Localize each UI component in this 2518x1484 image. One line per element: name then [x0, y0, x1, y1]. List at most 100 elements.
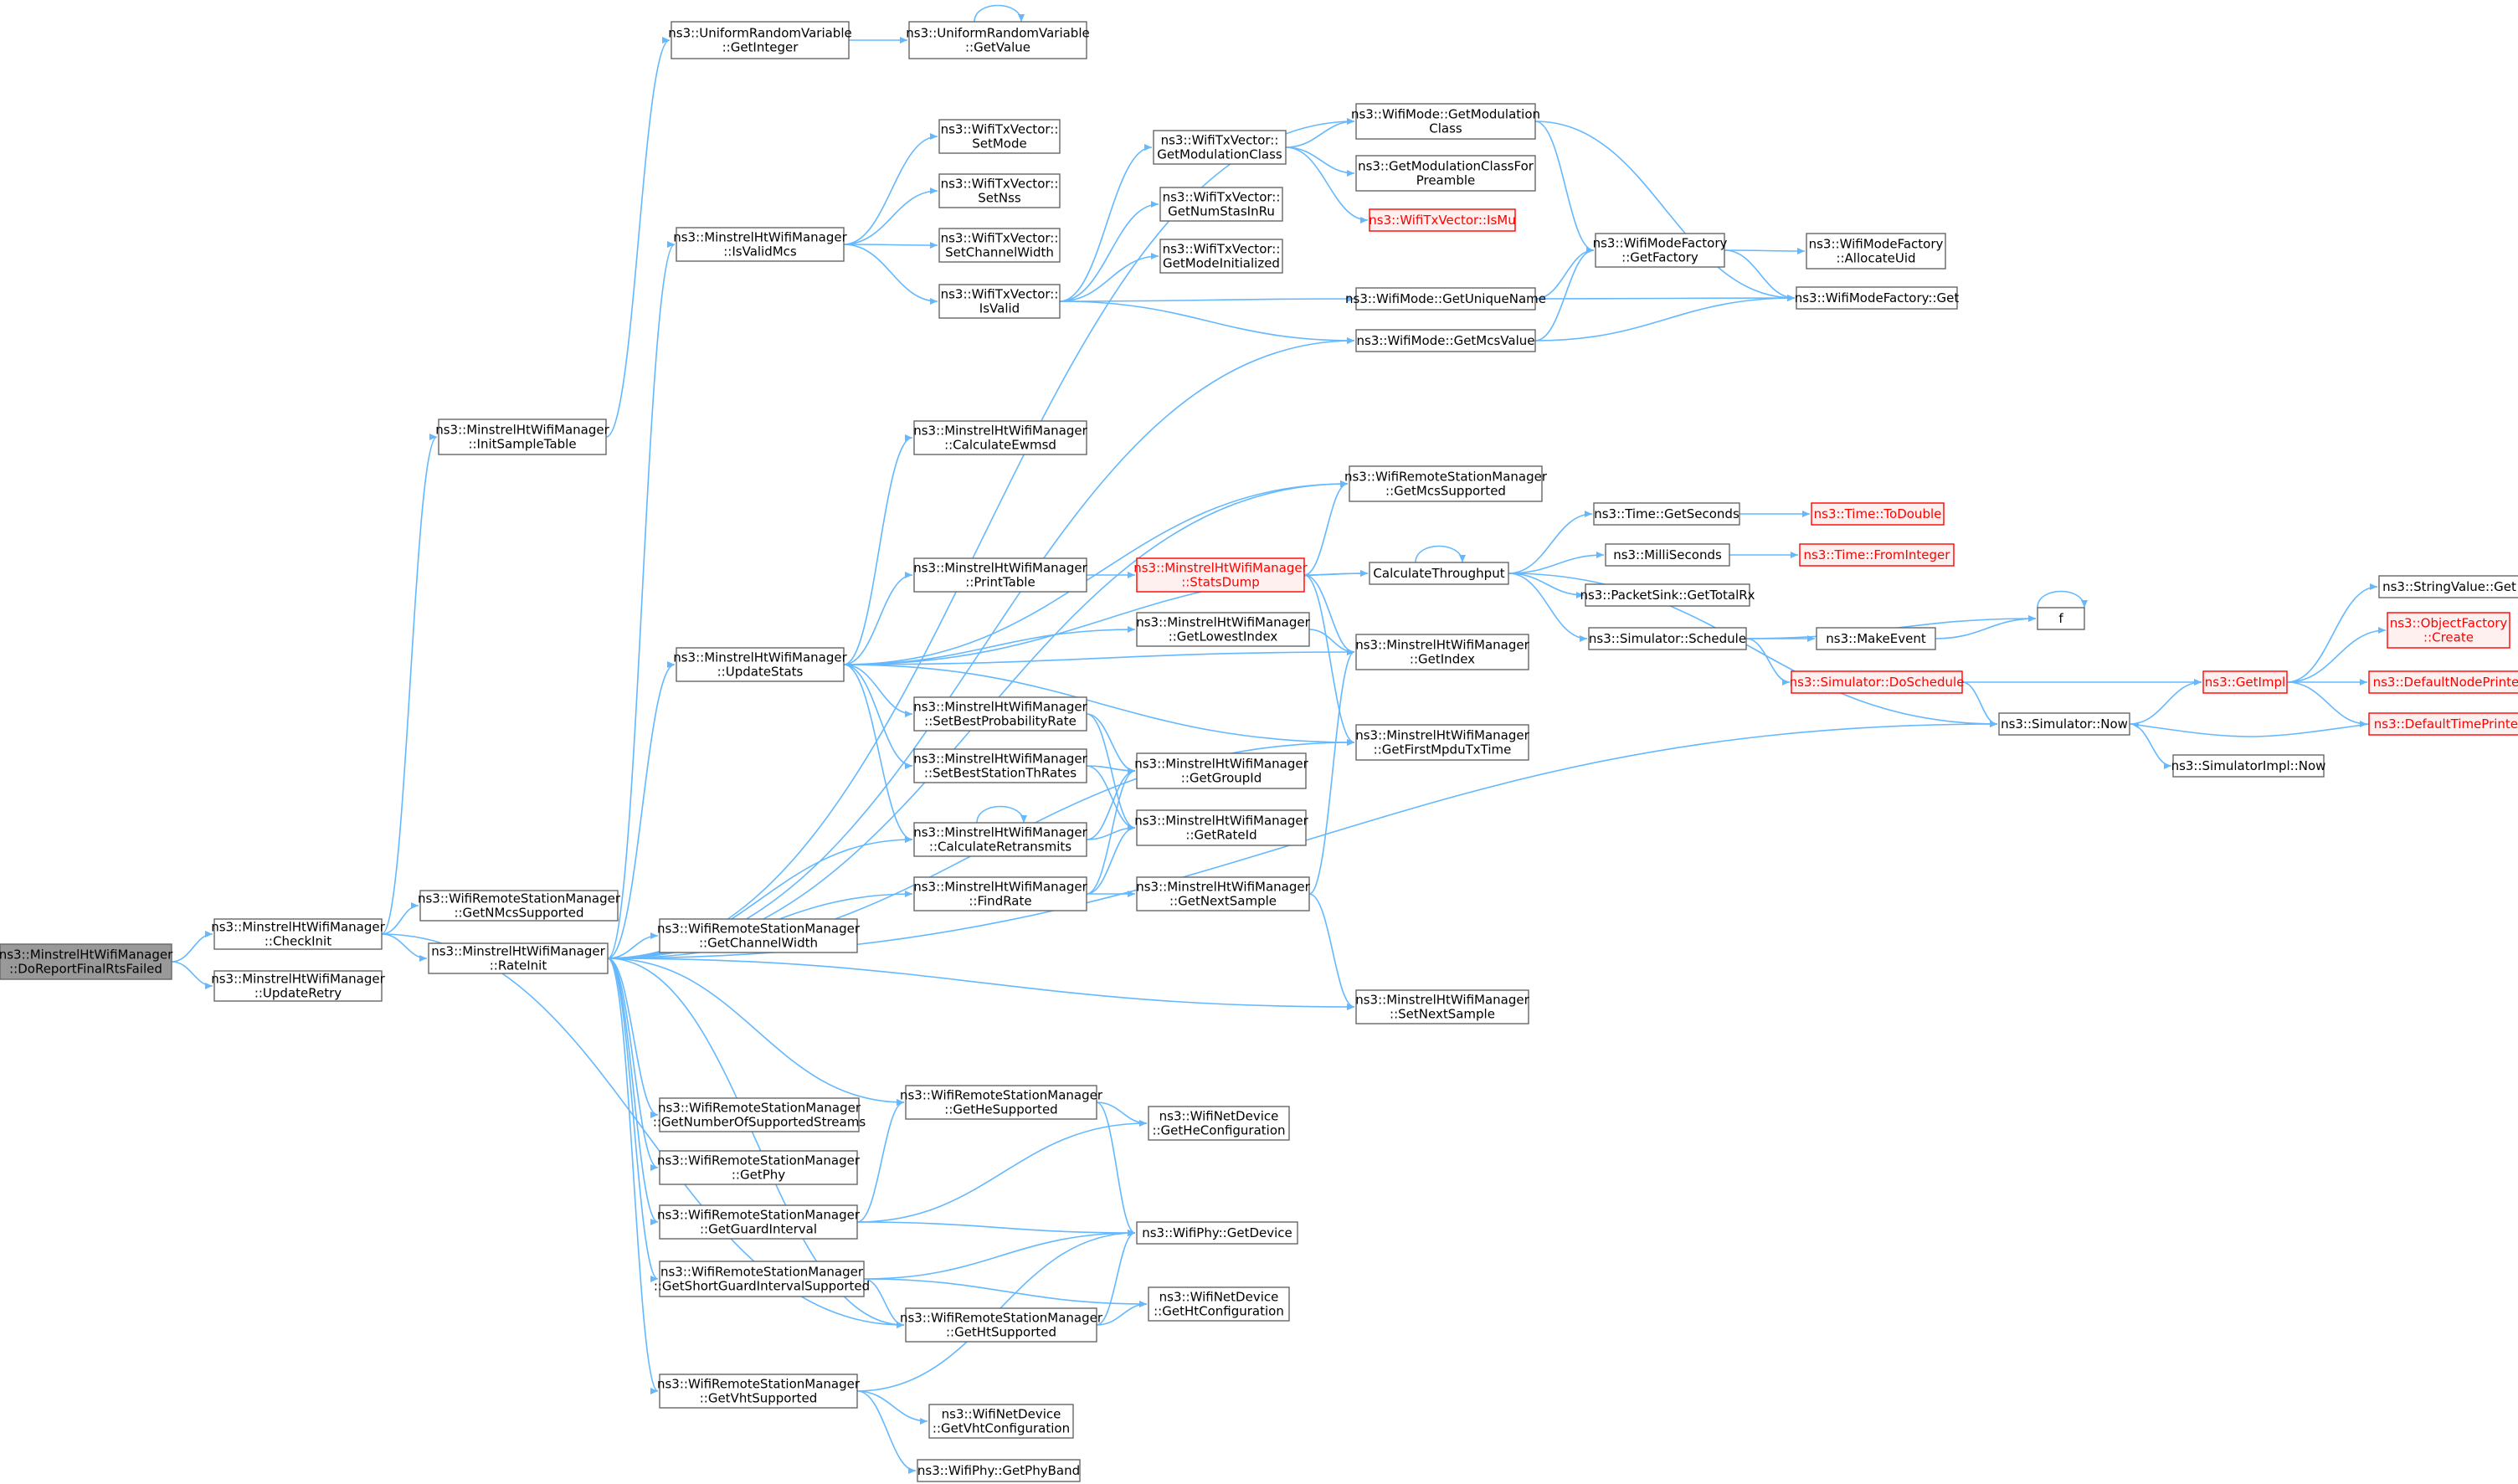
node-updatestats[interactable]: ns3::MinstrelHtWifiManager::UpdateStats	[673, 647, 848, 682]
node-f[interactable]: f	[2037, 607, 2085, 630]
node-label-line: ::GetNMcsSupported	[454, 906, 583, 921]
node-getnmcs[interactable]: ns3::WifiRemoteStationManager::GetNMcsSu…	[418, 890, 621, 922]
node-box	[1369, 562, 1509, 585]
node-calcthroughput[interactable]: CalculateThroughput	[1369, 562, 1509, 585]
node-label-line: ::GetGuardInterval	[700, 1222, 817, 1237]
node-box	[917, 1459, 1081, 1482]
node-getuniquename[interactable]: ns3::WifiMode::GetUniqueName	[1345, 287, 1546, 311]
node-gethe[interactable]: ns3::WifiRemoteStationManager::GetHeSupp…	[900, 1085, 1103, 1120]
node-updateretry[interactable]: ns3::MinstrelHtWifiManager::UpdateRetry	[211, 970, 386, 1002]
node-implnow[interactable]: ns3::SimulatorImpl::Now	[2171, 754, 2326, 778]
node-label-line: IsValid	[979, 301, 1020, 316]
node-defaulttimeprinter[interactable]: ns3::DefaultTimePrinter	[2368, 712, 2518, 736]
node-root[interactable]: ns3::MinstrelHtWifiManager::DoReportFina…	[0, 943, 173, 980]
node-getphyband[interactable]: ns3::WifiPhy::GetPhyBand	[917, 1459, 1081, 1482]
node-label-line: ns3::WifiRemoteStationManager	[900, 1311, 1103, 1326]
node-todouble[interactable]: ns3::Time::ToDouble	[1811, 502, 1945, 526]
node-isvalid[interactable]: ns3::WifiTxVector::IsValid	[938, 284, 1061, 319]
node-isvalidmcs[interactable]: ns3::MinstrelHtWifiManager::IsValidMcs	[673, 227, 848, 262]
node-getheconf[interactable]: ns3::WifiNetDevice::GetHeConfiguration	[1148, 1106, 1290, 1141]
node-getimpl[interactable]: ns3::GetImpl	[2202, 670, 2288, 694]
node-allocateuid[interactable]: ns3::WifiModeFactory::AllocateUid	[1806, 233, 1946, 270]
node-getlowest[interactable]: ns3::MinstrelHtWifiManager::GetLowestInd…	[1136, 612, 1311, 647]
node-simnow[interactable]: ns3::Simulator::Now	[1998, 712, 2130, 736]
node-setmode[interactable]: ns3::WifiTxVector::SetMode	[938, 119, 1061, 154]
node-getfirstmpdu[interactable]: ns3::MinstrelHtWifiManager::GetFirstMpdu…	[1355, 724, 1530, 761]
node-getinteger[interactable]: ns3::UniformRandomVariable::GetInteger	[668, 21, 852, 59]
node-getsgi[interactable]: ns3::WifiRemoteStationManager::GetShortG…	[654, 1261, 870, 1297]
node-label-line: ns3::Time::ToDouble	[1814, 506, 1942, 521]
node-checkinit[interactable]: ns3::MinstrelHtWifiManager::CheckInit	[211, 918, 386, 950]
node-label-line: SetMode	[972, 136, 1027, 151]
edge-statsdump-to-getfirstmpdu	[1303, 574, 1355, 746]
node-findrate[interactable]: ns3::MinstrelHtWifiManager::FindRate	[913, 876, 1088, 911]
node-getnumstreams[interactable]: ns3::WifiRemoteStationManager::GetNumber…	[653, 1097, 866, 1132]
node-getmodclass[interactable]: ns3::WifiTxVector::GetModulationClass	[1153, 130, 1287, 165]
node-statsdump[interactable]: ns3::MinstrelHtWifiManager::StatsDump	[1133, 557, 1308, 593]
node-getht[interactable]: ns3::WifiRemoteStationManager::GetHtSupp…	[900, 1307, 1103, 1343]
node-label-line: ns3::MinstrelHtWifiManager	[913, 752, 1087, 767]
edge-updatestats-to-getfirstmpdu	[843, 664, 1355, 746]
node-getmcssupported[interactable]: ns3::WifiRemoteStationManager::GetMcsSup…	[1344, 465, 1548, 502]
node-box	[2037, 607, 2085, 630]
node-rateinit[interactable]: ns3::MinstrelHtWifiManager::RateInit	[428, 942, 609, 974]
node-getphy[interactable]: ns3::WifiRemoteStationManager::GetPhy	[657, 1150, 861, 1185]
node-setnss[interactable]: ns3::WifiTxVector::SetNss	[938, 173, 1061, 208]
node-box	[2368, 670, 2518, 694]
node-stringvalueget[interactable]: ns3::StringValue::Get	[2378, 575, 2518, 598]
node-gettotalrx[interactable]: ns3::PacketSink::GetTotalRx	[1580, 583, 1755, 607]
node-label-line: ns3::MinstrelHtWifiManager	[1355, 728, 1529, 743]
node-defaultnodeprinter[interactable]: ns3::DefaultNodePrinter	[2368, 670, 2518, 694]
node-getnumstas[interactable]: ns3::WifiTxVector::GetNumStasInRu	[1159, 187, 1283, 222]
node-getdevice[interactable]: ns3::WifiPhy::GetDevice	[1136, 1221, 1298, 1245]
node-getindex[interactable]: ns3::MinstrelHtWifiManager::GetIndex	[1355, 634, 1530, 670]
node-getnextsample[interactable]: ns3::MinstrelHtWifiManager::GetNextSampl…	[1136, 876, 1311, 911]
node-getguard[interactable]: ns3::WifiRemoteStationManager::GetGuardI…	[657, 1204, 861, 1240]
node-doschedule[interactable]: ns3::Simulator::DoSchedule	[1790, 670, 1965, 694]
node-label-line: ns3::WifiModeFactory::Get	[1795, 290, 1960, 306]
node-milliseconds[interactable]: ns3::MilliSeconds	[1605, 543, 1730, 567]
node-makeevent[interactable]: ns3::MakeEvent	[1816, 627, 1936, 650]
node-box	[1136, 752, 1307, 789]
node-getgroupid[interactable]: ns3::MinstrelHtWifiManager::GetGroupId	[1134, 752, 1309, 789]
node-getfactory[interactable]: ns3::WifiModeFactory::GetFactory	[1593, 233, 1728, 268]
node-schedule[interactable]: ns3::Simulator::Schedule	[1588, 627, 1747, 650]
edge-getfactory-to-allocateuid	[1724, 247, 1806, 254]
node-box	[1595, 233, 1725, 268]
node-getchannelwidth[interactable]: ns3::WifiRemoteStationManager::GetChanne…	[657, 918, 861, 953]
node-setnextsample[interactable]: ns3::MinstrelHtWifiManager::SetNextSampl…	[1355, 989, 1530, 1024]
node-label-line: ns3::WifiPhy::GetDevice	[1142, 1225, 1292, 1240]
node-printtable[interactable]: ns3::MinstrelHtWifiManager::PrintTable	[913, 557, 1088, 593]
node-objectfactory[interactable]: ns3::ObjectFactory::Create	[2387, 612, 2510, 649]
node-getvhtconf[interactable]: ns3::WifiNetDevice::GetVhtConfiguration	[928, 1404, 1074, 1439]
edge-rateinit-to-getsgi	[607, 958, 659, 1282]
edge-statsdump-to-calcthroughput	[1303, 570, 1369, 578]
node-getmcsvalue[interactable]: ns3::WifiMode::GetMcsValue	[1355, 329, 1536, 352]
node-getseconds[interactable]: ns3::Time::GetSeconds	[1593, 502, 1740, 526]
edge-setbeststation-to-getrateid	[1086, 765, 1136, 831]
node-setbeststation[interactable]: ns3::MinstrelHtWifiManager::SetBestStati…	[913, 748, 1088, 783]
node-frominteger[interactable]: ns3::Time::FromInteger	[1799, 543, 1955, 567]
node-getmodeinit[interactable]: ns3::WifiTxVector::GetModeInitialized	[1159, 239, 1283, 274]
node-label-line: ::GetIndex	[1410, 652, 1475, 667]
node-label-line: ::GetLowestIndex	[1169, 629, 1278, 644]
node-factoryget[interactable]: ns3::WifiModeFactory::Get	[1795, 286, 1960, 310]
node-gethtconf[interactable]: ns3::WifiNetDevice::GetHtConfiguration	[1148, 1286, 1290, 1322]
node-setbestprob[interactable]: ns3::MinstrelHtWifiManager::SetBestProba…	[913, 696, 1088, 732]
edge-getguard-to-getdevice	[856, 1221, 1136, 1236]
node-calcewmsd[interactable]: ns3::MinstrelHtWifiManager::CalculateEwm…	[913, 420, 1088, 455]
node-getvht[interactable]: ns3::WifiRemoteStationManager::GetVhtSup…	[657, 1374, 861, 1409]
node-ismu[interactable]: ns3::WifiTxVector::IsMu	[1369, 208, 1516, 232]
edge-getht-to-getdevice	[1096, 1230, 1136, 1326]
node-label-line: ns3::WifiRemoteStationManager	[657, 1377, 861, 1392]
node-getrateid[interactable]: ns3::MinstrelHtWifiManager::GetRateId	[1134, 809, 1309, 846]
node-setchw[interactable]: ns3::WifiTxVector::SetChannelWidth	[938, 228, 1061, 263]
node-getvalue[interactable]: ns3::UniformRandomVariable::GetValue	[906, 21, 1090, 59]
node-calcretrans[interactable]: ns3::MinstrelHtWifiManager::CalculateRet…	[913, 822, 1088, 857]
node-initsampletable[interactable]: ns3::MinstrelHtWifiManager::InitSampleTa…	[435, 418, 610, 455]
edge-calcthroughput-to-schedule	[1508, 573, 1588, 642]
node-label-line: ns3::WifiModeFactory	[1809, 237, 1944, 252]
node-box	[1791, 670, 1963, 694]
node-modegetmodclass[interactable]: ns3::WifiMode::GetModulationClass	[1351, 103, 1540, 140]
